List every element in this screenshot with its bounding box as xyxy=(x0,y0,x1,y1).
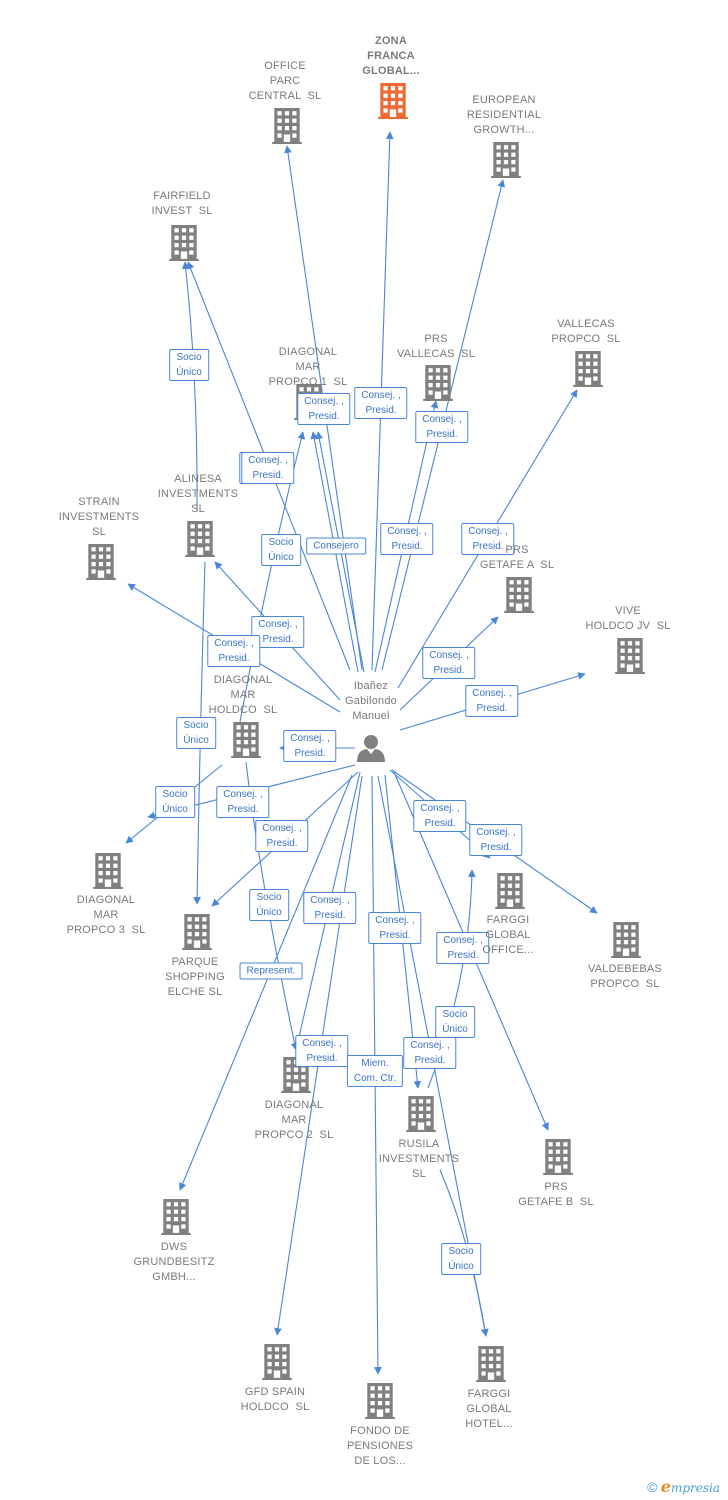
company-label-strain[interactable]: STRAIN INVESTMENTS SL xyxy=(58,496,140,538)
company-label-zona_franca[interactable]: ZONA FRANCA GLOBAL... xyxy=(362,35,420,77)
edge-label-25[interactable]: Socio Único xyxy=(261,534,301,566)
company-label-diagonal_holdco[interactable]: DIAGONAL MAR HOLDCO SL xyxy=(208,674,278,716)
edge-label-9[interactable]: Consej. , Presid. xyxy=(207,635,261,667)
building-icon-prs_getafe_b[interactable] xyxy=(543,1139,573,1175)
building-icon-diagonal_propco3[interactable] xyxy=(93,853,123,889)
building-icon-vallecas_propco[interactable] xyxy=(573,351,603,387)
building-icon-office_parc[interactable] xyxy=(272,108,302,144)
building-icon-prs_getafe_a[interactable] xyxy=(504,577,534,613)
company-label-fondo[interactable]: FONDO DE PENSIONES DE LOS... xyxy=(347,1425,413,1467)
company-label-valdebebas[interactable]: VALDEBEBAS PROPCO SL xyxy=(588,963,662,990)
edge-label-4[interactable]: Consej. , Presid. xyxy=(297,393,351,425)
edge-label-27[interactable]: Socio Único xyxy=(155,786,195,818)
building-icon-zona_franca[interactable] xyxy=(378,83,408,119)
edge-label-19[interactable]: Consej. , Presid. xyxy=(436,932,490,964)
edge-label-24[interactable]: Socio Único xyxy=(169,349,209,381)
edge-label-17[interactable]: Consej. , Presid. xyxy=(295,1035,349,1067)
building-icon-strain[interactable] xyxy=(86,544,116,580)
company-label-diagonal_propco1[interactable]: DIAGONAL MAR PROPCO 1 SL xyxy=(268,346,348,388)
company-label-prs_getafe_a[interactable]: PRS GETAFE A SL xyxy=(479,544,555,571)
company-label-fairfield[interactable]: FAIRFIELD INVEST SL xyxy=(151,190,213,217)
company-label-diagonal_propco3[interactable]: DIAGONAL MAR PROPCO 3 SL xyxy=(66,894,146,936)
edge-label-14[interactable]: Consej. , Presid. xyxy=(255,820,309,852)
person-label[interactable]: Ibañez Gabilondo Manuel xyxy=(345,680,397,722)
edge-label-29[interactable]: Socio Único xyxy=(435,1006,475,1038)
company-label-farggi_hotel[interactable]: FARGGI GLOBAL HOTEL... xyxy=(465,1388,513,1430)
edge-label-3[interactable]: Consej. , Presid. xyxy=(241,452,295,484)
edge-label-20[interactable]: Represent. xyxy=(239,962,303,980)
edge-label-2[interactable]: Consej. , Presid. xyxy=(415,411,469,443)
company-label-alinesa[interactable]: ALINESA INVESTMENTS SL xyxy=(157,473,239,515)
empresia-watermark[interactable]: © empresia xyxy=(647,1477,720,1496)
edge-ibanez-to-dws xyxy=(179,774,353,1191)
company-label-dws[interactable]: DWS GRUNDBESITZ GMBH... xyxy=(133,1241,215,1283)
building-icon-vive[interactable] xyxy=(615,638,645,674)
company-label-rusila[interactable]: RUSILA INVESTMENTS SL xyxy=(378,1138,460,1180)
building-icon-european[interactable] xyxy=(491,142,521,178)
edge-label-16[interactable]: Consej. , Presid. xyxy=(469,824,523,856)
edge-label-12[interactable]: Consej. , Presid. xyxy=(283,730,337,762)
edge-label-23[interactable]: Consej. , Presid. xyxy=(403,1037,457,1069)
person-icon[interactable] xyxy=(357,735,385,762)
building-icon-fairfield[interactable] xyxy=(169,225,199,261)
edge-label-30[interactable]: Socio Único xyxy=(441,1243,481,1275)
edge-label-18[interactable]: Consej. , Presid. xyxy=(368,912,422,944)
edge-label-13[interactable]: Consej. , Presid. xyxy=(216,786,270,818)
building-icon-farggi_office[interactable] xyxy=(495,873,525,909)
company-label-parque[interactable]: PARQUE SHOPPING ELCHE SL xyxy=(165,956,225,998)
edge-label-15[interactable]: Consej. , Presid. xyxy=(413,800,467,832)
building-icon-rusila[interactable] xyxy=(406,1096,436,1132)
company-label-farggi_office[interactable]: FARGGI GLOBAL OFFICE... xyxy=(482,914,534,956)
building-icon-gfd[interactable] xyxy=(262,1344,292,1380)
company-label-gfd[interactable]: GFD SPAIN HOLDCO SL xyxy=(240,1386,310,1413)
edge-label-5[interactable]: Consejero xyxy=(306,537,366,555)
edge-label-1[interactable]: Consej. , Presid. xyxy=(354,387,408,419)
company-label-office_parc[interactable]: OFFICE PARC CENTRAL SL xyxy=(248,60,322,102)
edge-label-11[interactable]: Consej. , Presid. xyxy=(465,685,519,717)
company-label-prs_vallecas[interactable]: PRS VALLECAS SL xyxy=(396,333,476,360)
edge-label-22[interactable]: Miem. Com. Ctr. xyxy=(346,1055,404,1087)
company-label-european[interactable]: EUROPEAN RESIDENTIAL GROWTH... xyxy=(466,94,542,136)
copyright-symbol: © xyxy=(647,1479,658,1495)
building-icon-alinesa[interactable] xyxy=(185,521,215,557)
company-label-vive[interactable]: VIVE HOLDCO JV SL xyxy=(585,605,671,632)
company-label-prs_getafe_b[interactable]: PRS GETAFE B SL xyxy=(518,1181,594,1208)
building-icon-prs_vallecas[interactable] xyxy=(423,365,453,401)
building-icon-valdebebas[interactable] xyxy=(611,922,641,958)
building-icon-diagonal_holdco[interactable] xyxy=(231,722,261,758)
edge-label-21[interactable]: Consej. , Presid. xyxy=(303,892,357,924)
building-icon-fondo[interactable] xyxy=(365,1383,395,1419)
company-label-diagonal_propco2[interactable]: DIAGONAL MAR PROPCO 2 SL xyxy=(254,1099,334,1141)
building-icon-parque[interactable] xyxy=(182,914,212,950)
edge-label-7[interactable]: Consej. , Presid. xyxy=(461,523,515,555)
edge-label-28[interactable]: Socio Único xyxy=(249,889,289,921)
building-icon-dws[interactable] xyxy=(161,1199,191,1235)
edge-label-10[interactable]: Consej. , Presid. xyxy=(422,647,476,679)
edge-alinesa-to-fairfield xyxy=(181,261,198,511)
company-label-vallecas_propco[interactable]: VALLECAS PROPCO SL xyxy=(551,318,621,345)
edge-label-26[interactable]: Socio Único xyxy=(176,717,216,749)
brand-logo: empresia xyxy=(660,1477,720,1496)
building-icon-farggi_hotel[interactable] xyxy=(476,1346,506,1382)
edge-label-6[interactable]: Consej. , Presid. xyxy=(380,523,434,555)
